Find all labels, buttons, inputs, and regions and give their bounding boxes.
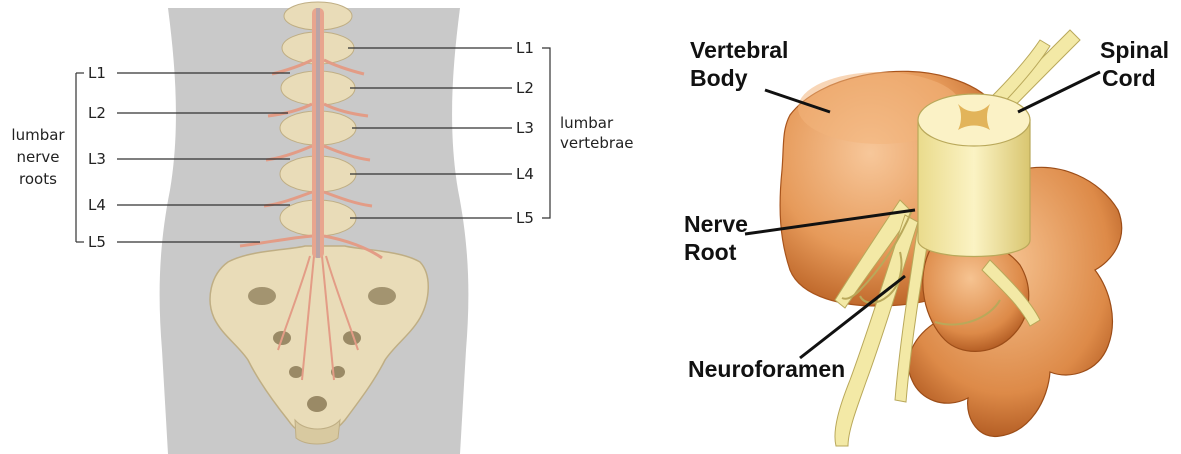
vertebra-label-l3: L3 [516,119,534,137]
nerve-root-label-l2: L2 [88,104,106,122]
nerve-root-label-l3: L3 [88,150,106,168]
label-nerve-root-line-2: Root [684,239,737,265]
right-group-label-line-1: lumbar [560,114,614,132]
label-vertebral-body-line-1: Vertebral [690,37,788,63]
vertebra-label-l1: L1 [516,39,534,57]
label-nerve-root-line-1: Nerve [684,211,748,237]
vertebra-cross-section-illustration [780,30,1122,446]
left-group-label-line-2: nerve [16,148,59,166]
label-neuroforamen: Neuroforamen [688,356,845,382]
nerve-root-label-l4: L4 [88,196,106,214]
left-group-label-line-3: roots [19,170,57,188]
vertebra-label-l4: L4 [516,165,534,183]
vertebra-labels: L1 L2 L3 L4 L5 [516,39,534,227]
right-group-label: lumbar vertebrae [560,114,634,152]
lumbar-spine-illustration [160,2,469,454]
left-group-label: lumbar nerve roots [11,126,65,188]
label-vertebral-body-line-2: Body [690,65,748,91]
right-group-label-line-2: vertebrae [560,134,634,152]
nerve-root-label-l1: L1 [88,64,106,82]
nerve-root-labels: L1 L2 L3 L4 L5 [88,64,106,251]
label-spinal-cord-line-1: Spinal [1100,37,1169,63]
vertebra-label-l5: L5 [516,209,534,227]
left-group-label-line-1: lumbar [11,126,65,144]
spinal-canal-shade [316,8,320,258]
nerve-root-label-l5: L5 [88,233,106,251]
label-spinal-cord-line-2: Cord [1102,65,1156,91]
vertebra-label-l2: L2 [516,79,534,97]
